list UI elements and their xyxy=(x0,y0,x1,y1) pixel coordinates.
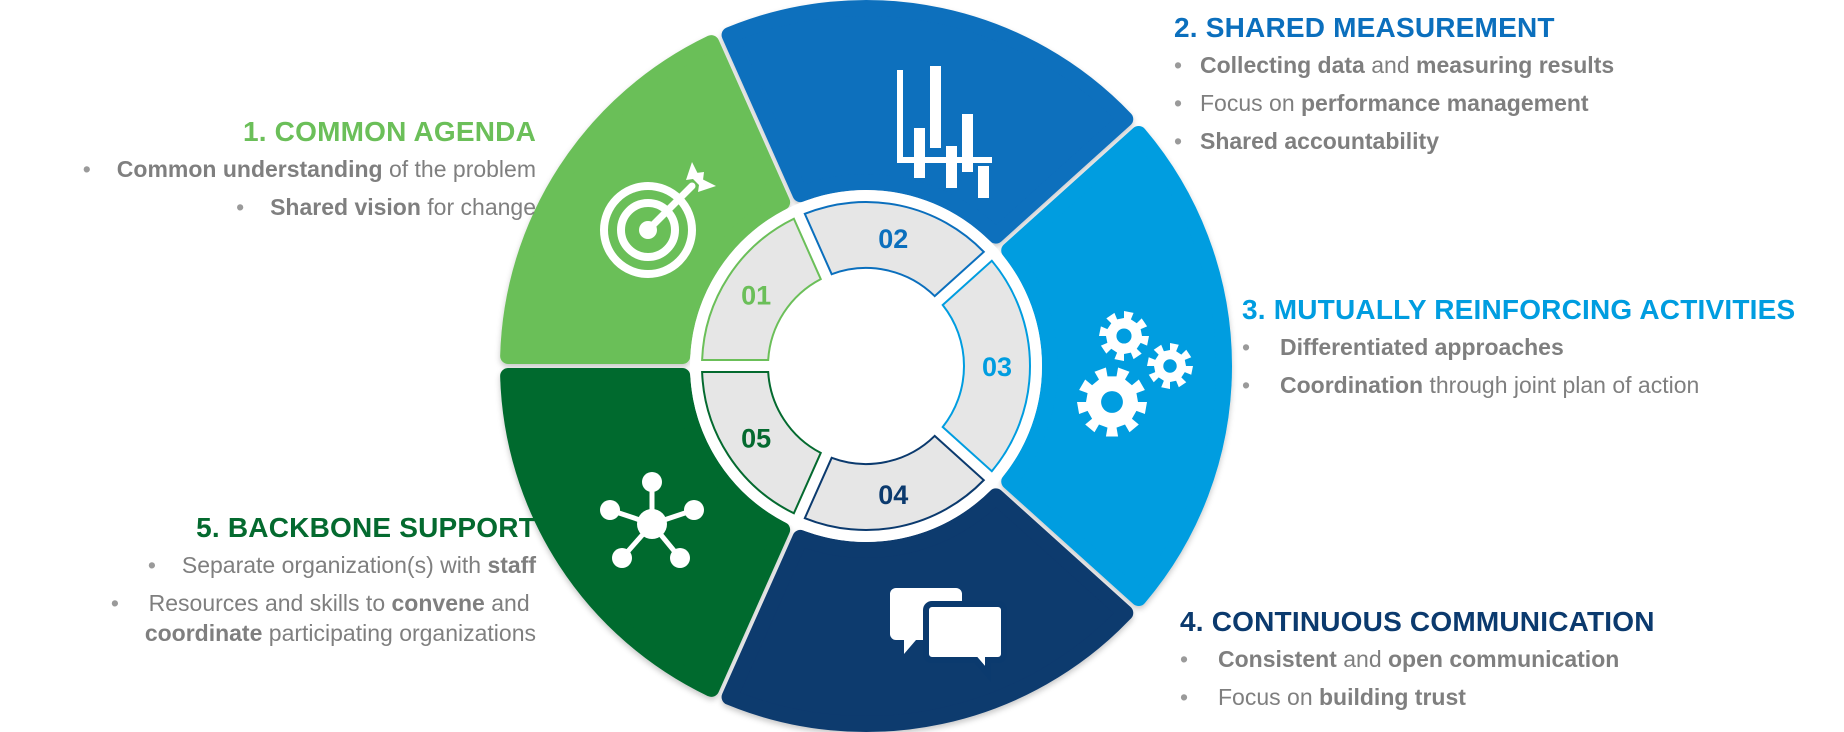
bullet-bold: Differentiated approaches xyxy=(1280,334,1564,360)
shared-measurement-inner-segment xyxy=(803,201,986,298)
bullet-text: through joint plan of action xyxy=(1423,372,1700,398)
continuous-communication-title: 4. CONTINUOUS COMMUNICATION xyxy=(1180,606,1655,637)
backbone-support-inner-segment xyxy=(701,370,823,515)
segment-number: 05 xyxy=(741,423,771,453)
bar-chart-icon xyxy=(897,66,992,198)
common-agenda-bullet: •Shared vision for change xyxy=(236,194,536,220)
wheel-center xyxy=(776,276,956,456)
bullet-bold: coordinate xyxy=(144,620,263,646)
bullet-bold: Collecting data xyxy=(1200,52,1365,78)
shared-measurement-segment xyxy=(721,0,1134,244)
chat-bubbles-icon xyxy=(890,588,1007,683)
network-hub-icon xyxy=(600,472,704,568)
bullet-bold: staff xyxy=(487,552,536,578)
bullet-bold: convene xyxy=(391,590,485,616)
bullet-text: Focus on xyxy=(1218,684,1319,710)
shared-measurement-bullet: •Focus on performance management xyxy=(1174,90,1589,116)
segment-number: 03 xyxy=(982,352,1012,382)
bullet-bold: Shared accountability xyxy=(1200,128,1440,154)
gears-icon xyxy=(1077,311,1193,437)
segment-number: 04 xyxy=(878,480,908,510)
bullet-text: of the problem xyxy=(382,156,536,182)
section-shared-measurement: 2. SHARED MEASUREMENT •Collecting data a… xyxy=(1174,12,1614,164)
common-agenda-inner-segment xyxy=(701,217,823,362)
segment-number: 02 xyxy=(878,224,908,254)
target-icon xyxy=(600,162,716,278)
continuous-communication-bullet: •Focus on building trust xyxy=(1180,684,1466,710)
bullet-bold: measuring results xyxy=(1416,52,1615,78)
section-common-agenda: 1. COMMON AGENDA •Common understanding o… xyxy=(82,116,536,230)
bullet-text: Separate organization(s) with xyxy=(181,552,488,578)
common-agenda-title: 1. COMMON AGENDA xyxy=(242,116,536,147)
bullet-bold: Common understanding xyxy=(116,156,383,182)
mutually-reinforcing-bullet: •Differentiated approaches xyxy=(1242,334,1564,360)
segment-number: 01 xyxy=(741,281,771,311)
bullet-text: and xyxy=(1364,52,1417,78)
section-continuous-communication: 4. CONTINUOUS COMMUNICATION •Consistent … xyxy=(1180,606,1655,720)
mutually-reinforcing-title: 3. MUTUALLY REINFORCING ACTIVITIES xyxy=(1242,294,1796,325)
bullet-text: for change xyxy=(420,194,536,220)
bullet-bold: Coordination xyxy=(1280,372,1424,398)
shared-measurement-bullet: •Shared accountability xyxy=(1174,128,1440,154)
backbone-support-bullet: •Separate organization(s) with staff xyxy=(147,552,536,578)
backbone-support-title: 5. BACKBONE SUPPORT xyxy=(196,512,536,543)
continuous-communication-inner-segment xyxy=(803,434,986,531)
mutually-reinforcing-segment xyxy=(1001,125,1232,607)
section-mutually-reinforcing: 3. MUTUALLY REINFORCING ACTIVITIES •Diff… xyxy=(1242,294,1795,408)
bullet-text: participating organizations xyxy=(262,620,536,646)
bullet-bold: performance management xyxy=(1301,90,1589,116)
bullet-bold: open communication xyxy=(1388,646,1620,672)
section-backbone-support: 5. BACKBONE SUPPORT •Separate organizati… xyxy=(110,512,536,656)
mutually-reinforcing-inner-segment xyxy=(941,259,1031,473)
bullet-text: and xyxy=(484,590,536,616)
bullet-bold: building trust xyxy=(1319,684,1466,710)
bullet-bold: Consistent xyxy=(1218,646,1337,672)
shared-measurement-title: 2. SHARED MEASUREMENT xyxy=(1174,12,1555,43)
bullet-text: and xyxy=(1336,646,1388,672)
mutually-reinforcing-bullet: •Coordination through joint plan of acti… xyxy=(1242,372,1700,398)
bullet-text: Resources and skills to xyxy=(148,590,392,616)
bullet-text: Focus on xyxy=(1200,90,1301,116)
shared-measurement-bullet: •Collecting data and measuring results xyxy=(1174,52,1615,78)
common-agenda-bullet: •Common understanding of the problem xyxy=(82,156,536,182)
bullet-bold: Shared vision xyxy=(270,194,421,220)
backbone-support-bullet: •Resources and skills to convene and coo… xyxy=(110,590,536,646)
continuous-communication-bullet: •Consistent and open communication xyxy=(1180,646,1620,672)
